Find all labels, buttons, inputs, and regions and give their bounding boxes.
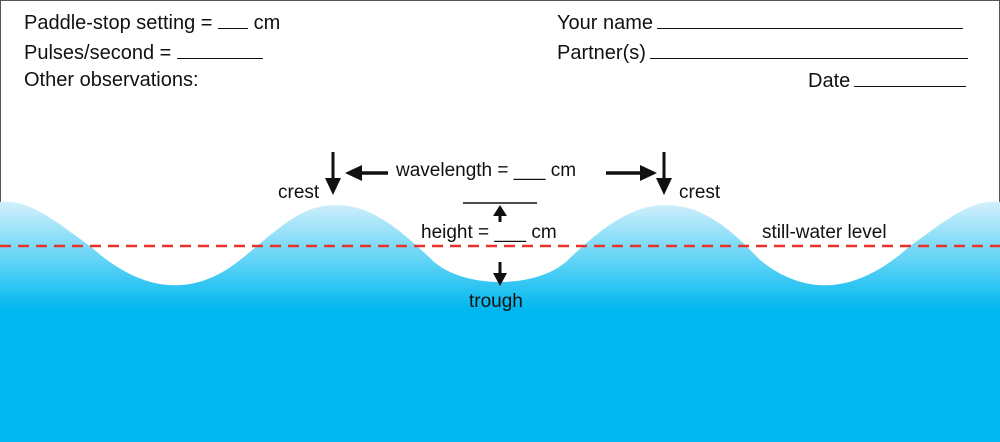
pulses-label: Pulses/second = xyxy=(24,42,177,64)
paddle-stop-field: Paddle-stop setting = cm xyxy=(24,10,280,35)
paddle-stop-unit: cm xyxy=(248,12,281,34)
crest-right-arrow xyxy=(656,152,672,195)
name-blank[interactable] xyxy=(657,10,963,29)
pulses-blank[interactable] xyxy=(176,40,263,59)
wavelength-right-arrow xyxy=(606,165,657,181)
pulses-field: Pulses/second = xyxy=(24,40,263,65)
still-water-label: still-water level xyxy=(762,222,887,243)
paddle-stop-label: Paddle-stop setting = xyxy=(24,12,219,34)
water-wave xyxy=(0,201,1000,442)
date-label: Date xyxy=(808,70,851,92)
date-blank[interactable] xyxy=(854,68,967,87)
crest-left-label: crest xyxy=(278,182,320,203)
crest-right-label: crest xyxy=(679,182,721,203)
paddle-stop-blank[interactable] xyxy=(218,10,249,29)
height-label: height = ___ cm xyxy=(421,222,557,243)
observations-label: Other observations: xyxy=(24,69,199,91)
partner-label: Partner(s) xyxy=(557,42,646,64)
trough-label: trough xyxy=(469,291,523,312)
partner-field: Partner(s) xyxy=(557,40,968,65)
name-field: Your name xyxy=(557,10,963,35)
wavelength-left-arrow xyxy=(345,165,388,181)
partner-blank[interactable] xyxy=(649,40,968,59)
crest-left-arrow xyxy=(325,152,341,195)
height-up-arrow xyxy=(493,205,507,222)
name-label: Your name xyxy=(557,12,653,34)
trough-down-arrow xyxy=(493,262,507,286)
date-field: Date xyxy=(808,68,967,93)
wavelength-label: wavelength = ___ cm xyxy=(396,160,577,181)
